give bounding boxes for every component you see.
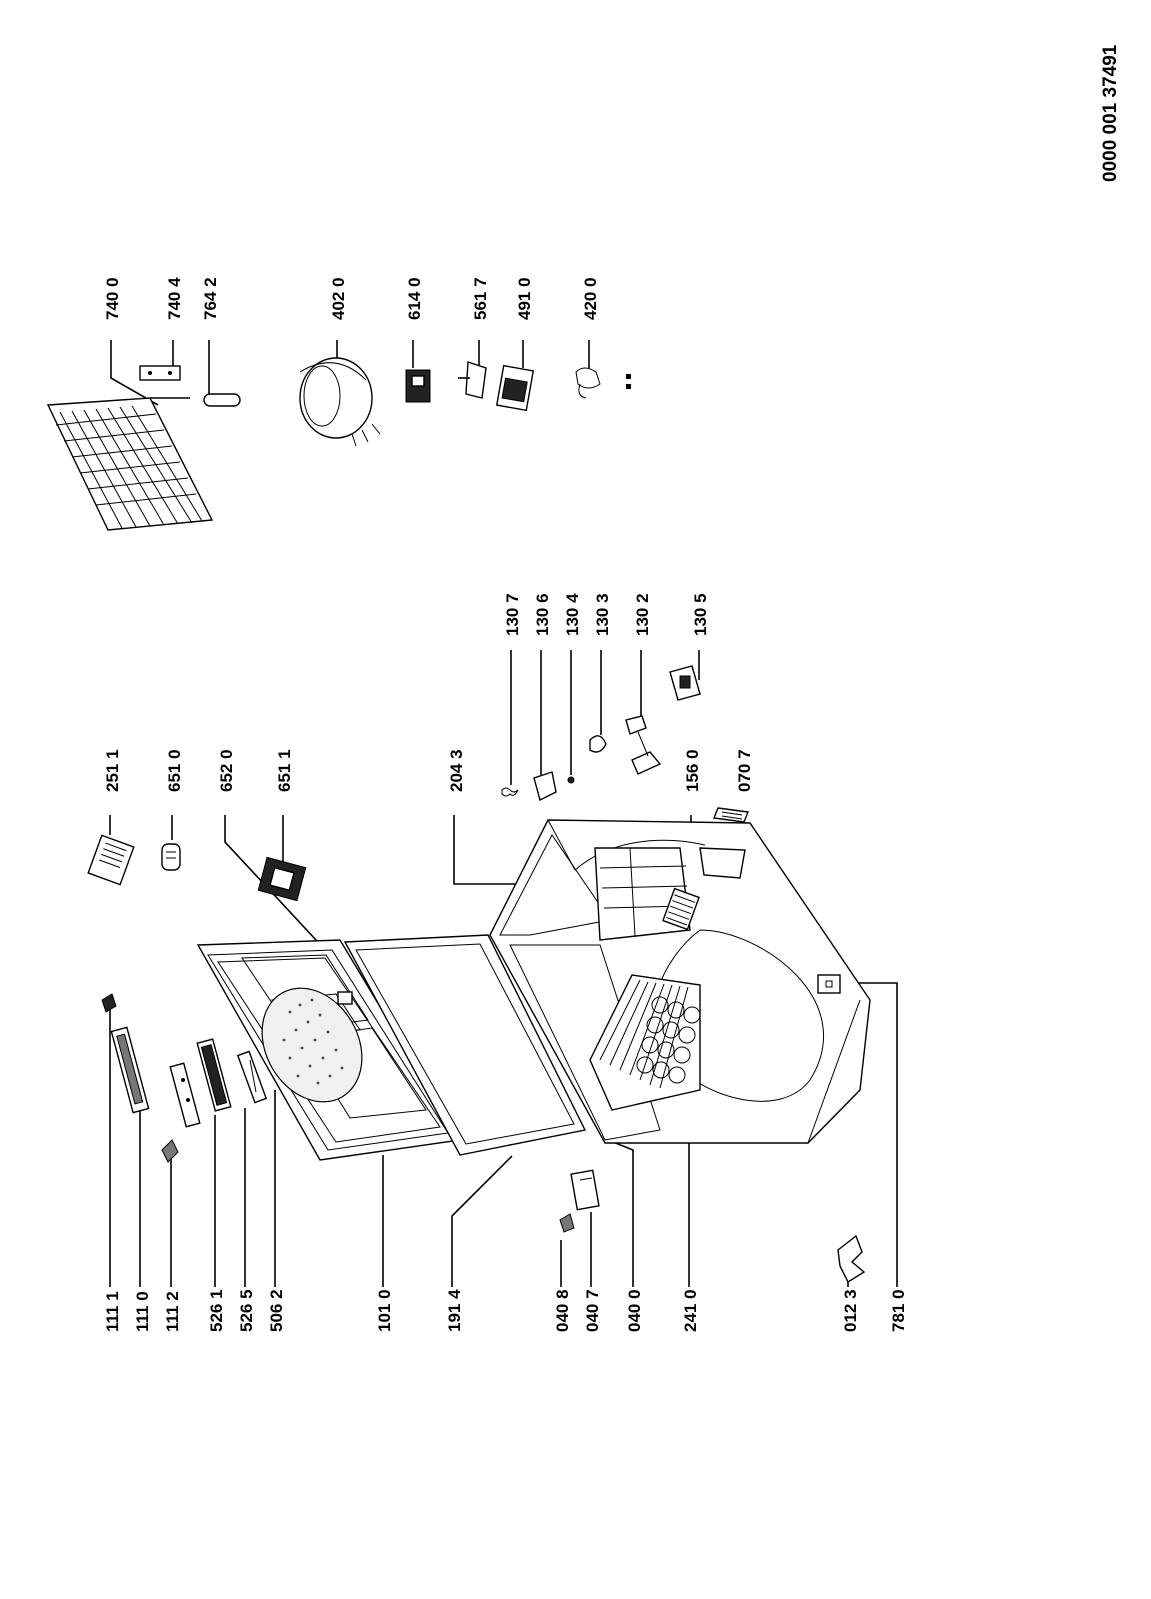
label-111-0: 111 0 — [133, 1291, 152, 1332]
door-gasket — [343, 934, 587, 1156]
spring-130-7 — [501, 787, 519, 797]
document-number: 0000 001 37491 — [1100, 44, 1121, 182]
label-420-0: 420 0 — [581, 277, 600, 320]
left-labels: 111 1 111 0 111 2 526 1 526 5 506 2 101 … — [103, 1289, 908, 1332]
label-526-1: 526 1 — [207, 1289, 226, 1332]
label-526-5: 526 5 — [237, 1289, 256, 1332]
small-parts-top — [87, 665, 749, 902]
electrical-parts — [405, 361, 631, 412]
label-740-4: 740 4 — [165, 277, 184, 320]
label-040-8: 040 8 — [553, 1289, 572, 1332]
label-070-7: 070 7 — [735, 749, 754, 792]
label-241-0: 241 0 — [681, 1289, 700, 1332]
hinge-cover-111-1 — [101, 993, 117, 1013]
bolt-130-4 — [567, 776, 575, 784]
part-561-7 — [465, 361, 487, 399]
label-040-7: 040 7 — [583, 1289, 602, 1332]
label-740-0: 740 0 — [103, 277, 122, 320]
label-130-2: 130 2 — [633, 593, 652, 636]
hinge-cover-111-2 — [161, 1139, 179, 1163]
knob-130-3 — [589, 735, 607, 753]
label-191-4: 191 4 — [445, 1289, 464, 1332]
label-506-2: 506 2 — [267, 1289, 286, 1332]
hinge-plate — [817, 974, 841, 994]
door-assembly — [196, 939, 462, 1161]
part-251-1 — [87, 834, 135, 886]
label-130-6: 130 6 — [533, 593, 552, 636]
label-652-0: 652 0 — [217, 749, 236, 792]
top-labels: 251 1 651 0 652 0 651 1 204 3 156 0 070 … — [103, 277, 754, 792]
label-130-7: 130 7 — [503, 593, 522, 636]
compressor — [299, 357, 381, 447]
basket — [589, 974, 701, 1111]
label-402-0: 402 0 — [329, 277, 348, 320]
label-101-0: 101 0 — [375, 1289, 394, 1332]
capacitor-420-0 — [575, 367, 601, 399]
part-070-7 — [713, 807, 749, 823]
label-111-2: 111 2 — [163, 1291, 182, 1332]
drier-764-2 — [203, 393, 241, 407]
clip-130-6 — [533, 771, 557, 802]
label-012-3: 012 3 — [841, 1289, 860, 1332]
cover-040-7 — [570, 1169, 600, 1211]
label-156-0: 156 0 — [683, 749, 702, 792]
bracket-740-4 — [139, 365, 181, 381]
handle-526-1 — [169, 1062, 201, 1128]
foot-040-8 — [559, 1213, 575, 1233]
label-040-0: 040 0 — [625, 1289, 644, 1332]
condenser — [46, 365, 241, 531]
bracket-012-3 — [837, 1234, 866, 1284]
thermostat-130-2 — [625, 715, 662, 775]
label-651-0: 651 0 — [165, 749, 184, 792]
label-111-1: 111 1 — [103, 1291, 122, 1332]
label-651-1: 651 1 — [275, 749, 294, 792]
perforation-dots — [282, 998, 344, 1085]
seal-506-2 — [236, 1050, 268, 1104]
label-491-0: 491 0 — [515, 277, 534, 320]
small-parts-left — [101, 993, 866, 1284]
label-251-1: 251 1 — [103, 749, 122, 792]
label-764-2: 764 2 — [201, 277, 220, 320]
label-130-5: 130 5 — [691, 593, 710, 636]
label-561-7: 561 7 — [471, 277, 490, 320]
label-130-4: 130 4 — [563, 593, 582, 636]
label-614-0: 614 0 — [405, 277, 424, 320]
lamp-651-0 — [161, 843, 181, 871]
label-781-0: 781 0 — [889, 1289, 908, 1332]
label-204-3: 204 3 — [447, 749, 466, 792]
label-130-3: 130 3 — [593, 593, 612, 636]
evaporator-plate — [261, 987, 363, 1103]
